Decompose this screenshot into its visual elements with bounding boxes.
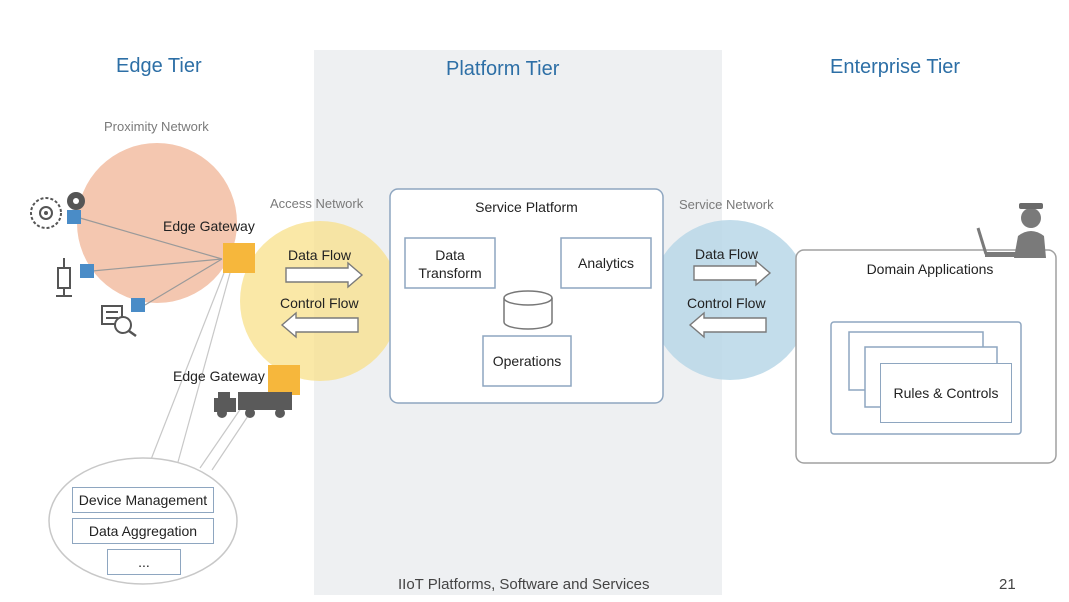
function-device-management: Device Management (72, 487, 214, 513)
operations-box (482, 335, 572, 387)
analytics-label: Analytics (577, 255, 635, 271)
data-transform-label: Data Transform (418, 247, 482, 281)
edge-tier-title: Edge Tier (116, 55, 202, 77)
truck-icon (214, 392, 292, 418)
user-at-laptop-icon (976, 203, 1046, 258)
access-data-flow-label: Data Flow (288, 247, 352, 263)
database-icon (503, 290, 553, 330)
operations-label: Operations (492, 353, 562, 369)
edge-gateway-2-label: Edge Gateway (173, 368, 265, 384)
service-network-circle (650, 220, 810, 380)
proximity-links (79, 217, 223, 306)
domain-applications-title: Domain Applications (866, 261, 994, 277)
service-network-label: Service Network (679, 197, 774, 212)
service-data-flow-label: Data Flow (695, 246, 759, 262)
footer-title: IIoT Platforms, Software and Services (398, 576, 650, 593)
proximity-network-circle (77, 143, 237, 303)
data-aggregation-label: Data Aggregation (88, 523, 198, 539)
proximity-network-label: Proximity Network (104, 119, 209, 134)
device-square-2 (80, 264, 94, 278)
edge-gateway-1-square (223, 243, 255, 273)
device-square-1 (67, 210, 81, 224)
analytics-box (560, 237, 652, 289)
page-number: 21 (999, 576, 1016, 593)
device-management-label: Device Management (78, 492, 208, 508)
edge-gateway-2-square (268, 365, 300, 395)
rules-controls-card: Rules & Controls (880, 363, 1012, 423)
edge-gateway-1-label: Edge Gateway (163, 218, 255, 234)
sensor-gear-icon (30, 192, 85, 229)
enterprise-tier-title: Enterprise Tier (830, 56, 961, 78)
device-square-3 (131, 298, 145, 312)
service-platform-title: Service Platform (475, 199, 578, 215)
access-network-circle (240, 221, 400, 381)
access-control-flow-label: Control Flow (280, 295, 359, 311)
rules-controls-label: Rules & Controls (893, 385, 999, 401)
access-flow-arrows (280, 261, 364, 339)
meter-icon (101, 305, 137, 338)
actuator-icon (56, 258, 72, 297)
data-transform-box (404, 237, 496, 289)
function-more: ... (107, 549, 181, 575)
access-network-label: Access Network (270, 196, 364, 211)
function-data-aggregation: Data Aggregation (72, 518, 214, 544)
service-flow-arrows (688, 259, 772, 339)
more-functions-label: ... (138, 554, 150, 570)
service-control-flow-label: Control Flow (687, 295, 766, 311)
platform-tier-title: Platform Tier (446, 58, 560, 80)
